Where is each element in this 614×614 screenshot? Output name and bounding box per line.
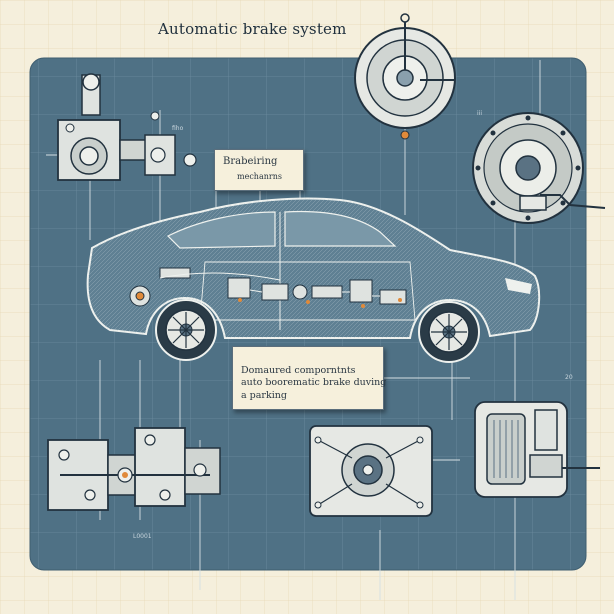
- braking-mechanism-callout: Brabeiring mechanrns: [214, 149, 304, 191]
- small-label-4: L0001: [133, 533, 152, 540]
- top-center-brake-disc: [354, 13, 456, 140]
- components-callout-line-1: Domaured comporntnts: [241, 365, 356, 376]
- rear-wheel: [155, 299, 217, 361]
- braking-callout-line-2: mechanrns: [237, 172, 282, 181]
- braking-callout-line-1: Brabeiring: [223, 156, 278, 167]
- small-label-3: 20: [565, 374, 573, 381]
- bottom-right-parking-unit: [474, 401, 600, 498]
- diagram-title: Automatic brake system: [158, 20, 347, 38]
- small-label-1: fiho: [172, 125, 184, 132]
- components-callout-line-2: auto boorematic brake duving: [241, 377, 387, 388]
- right-brake-rotor: [472, 112, 606, 224]
- components-callout-line-3: a parking: [241, 390, 287, 401]
- components-callout: Domaured comporntnts auto boorematic bra…: [232, 346, 387, 410]
- bottom-left-actuator: [47, 427, 221, 511]
- bottom-center-brake-module: [309, 425, 433, 517]
- front-wheel: [418, 301, 480, 363]
- small-label-2: iii: [477, 110, 483, 117]
- car-cutaway: [86, 197, 541, 363]
- top-left-master-cylinder: [57, 73, 197, 181]
